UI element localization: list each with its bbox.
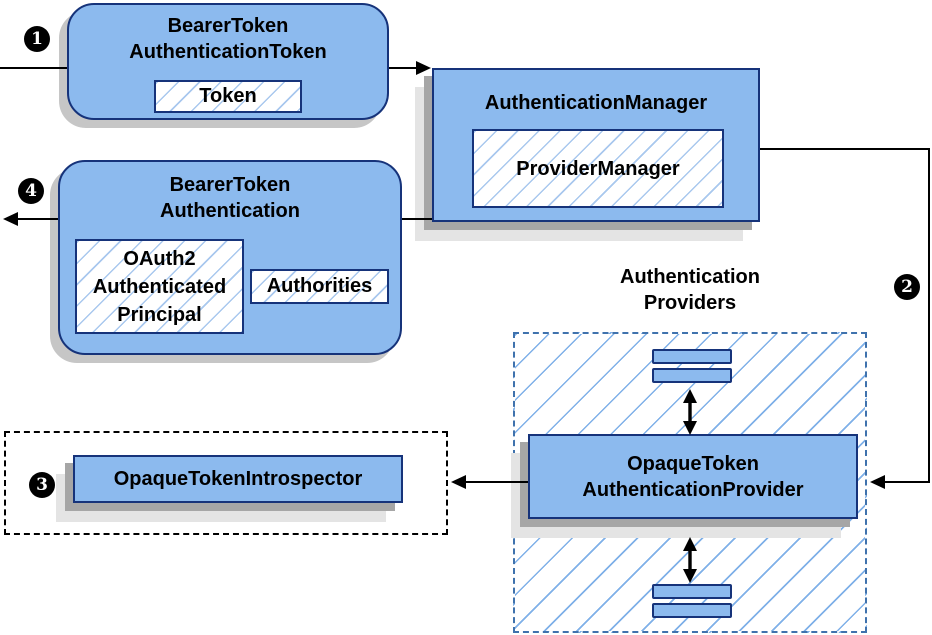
authentication-providers-label-line1: Authentication xyxy=(620,266,760,288)
oauth2-authenticated-principal-line3: Principal xyxy=(117,303,202,326)
bearer-token-authentication-token-title-line2: AuthenticationToken xyxy=(129,41,327,63)
step-4-badge: 4 xyxy=(18,178,44,204)
provider-stack-bar xyxy=(652,584,732,599)
oauth2-authenticated-principal-line2: Authenticated xyxy=(92,275,227,298)
authentication-manager-title: AuthenticationManager xyxy=(484,92,708,114)
provider-stack-bar xyxy=(652,603,732,618)
provider-stack-bar xyxy=(652,349,732,364)
provider-stack-bar xyxy=(652,368,732,383)
opaque-token-authentication-provider-title-line1: OpaqueToken xyxy=(627,452,759,475)
step-3-badge: 3 xyxy=(29,472,55,498)
oauth2-authenticated-principal-chip: OAuth2 Authenticated Principal xyxy=(75,239,244,334)
bearer-token-authentication-title-line1: BearerToken xyxy=(169,174,291,196)
authentication-providers-label-line2: Providers xyxy=(643,292,737,314)
authentication-providers-label: Authentication Providers xyxy=(590,264,790,316)
step-2-badge: 2 xyxy=(894,274,920,300)
authentication-manager-box: AuthenticationManager ProviderManager xyxy=(432,68,760,222)
authentication-outgoing-arrowhead xyxy=(3,212,18,226)
step-1-badge: 1 xyxy=(24,26,50,52)
bearer-token-authentication-token-box: BearerToken AuthenticationToken Token xyxy=(67,3,389,120)
manager-to-provider-arrowhead xyxy=(870,475,885,489)
provider-manager-chip: ProviderManager xyxy=(472,129,724,208)
opaque-token-authentication-provider-title-line2: AuthenticationProvider xyxy=(582,478,804,501)
bearer-token-authentication-box: BearerToken Authentication OAuth2 Authen… xyxy=(58,160,402,355)
provider-manager-chip-label: ProviderManager xyxy=(516,157,680,180)
bearer-token-authentication-title-line2: Authentication xyxy=(160,200,300,222)
token-chip: Token xyxy=(154,80,302,113)
opaque-token-authentication-provider-box: OpaqueToken AuthenticationProvider xyxy=(528,434,858,519)
opaque-token-introspector-title: OpaqueTokenIntrospector xyxy=(113,468,363,490)
opaque-token-introspector-box: OpaqueTokenIntrospector xyxy=(73,455,403,503)
bearer-token-authentication-token-title-line1: BearerToken xyxy=(167,15,289,37)
provider-to-introspector-arrowhead xyxy=(451,475,466,489)
token-to-manager-arrowhead xyxy=(416,61,431,75)
oauth2-authenticated-principal-line1: OAuth2 xyxy=(123,247,196,270)
authorities-chip: Authorities xyxy=(250,269,389,304)
